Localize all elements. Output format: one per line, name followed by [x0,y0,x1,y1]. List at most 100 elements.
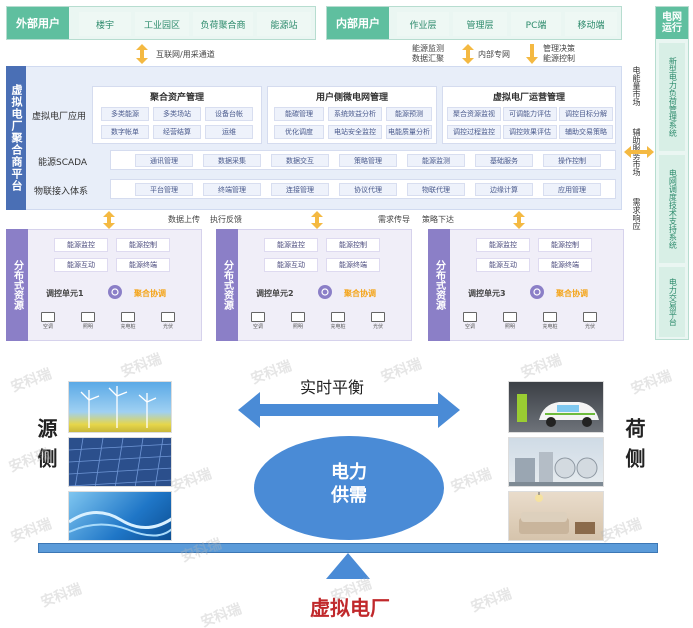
chip-target-decomp[interactable]: 调控目标分解 [559,107,613,121]
chip-trade-strategy[interactable]: 辅助交易策略 [559,125,613,139]
tab-management-layer[interactable]: 管理层 [453,12,507,36]
der1-chip-energy-control[interactable]: 能源控制 [116,238,170,252]
chip-data-collect[interactable]: 数据采集 [203,154,261,167]
label-mgmt-decision: 管理决策 [543,44,575,53]
chip-op-control[interactable]: 操作控制 [543,154,601,167]
watermark-text: 安科瑞 [628,368,674,398]
watermark-text: 安科瑞 [38,581,84,611]
chip-connect-mgmt[interactable]: 连接管理 [271,183,329,196]
der3-device-pv: 光伏 [576,312,604,330]
tab-mobile[interactable]: 移动端 [565,12,617,36]
der3-chip-energy-control[interactable]: 能源控制 [538,238,592,252]
grid-panel-dispatch[interactable]: 电网调度技术支持系统 [659,155,685,263]
tab-load-aggregator[interactable]: 负荷聚合商 [193,12,253,36]
vpp-title: 虚拟电厂 [310,596,390,620]
group-asset-mgmt-title: 聚合资产管理 [149,93,204,103]
internal-users-panel: 内部用户 作业层 管理层 PC端 移动端 [326,6,622,40]
chip-effect-eval[interactable]: 调控效果评估 [503,125,557,139]
arrow-der2 [311,211,323,229]
device-label: 充电桩 [120,324,136,330]
tab-building[interactable]: 楼宇 [79,12,131,36]
chip-maintenance[interactable]: 运维 [205,125,253,139]
tab-energy-station[interactable]: 能源站 [257,12,311,36]
chip-base-service[interactable]: 基础服务 [475,154,533,167]
ac-icon [251,312,265,322]
chip-app-mgmt[interactable]: 应用管理 [543,183,601,196]
label-energy-control: 能源控制 [543,54,575,63]
watermark-text: 安科瑞 [8,366,54,396]
chip-multi-energy[interactable]: 多类能源 [101,107,149,121]
chip-energy-forecast[interactable]: 能源预测 [386,107,432,121]
iot-row: 平台管理 终端管理 连接管理 协议代理 物联代理 边缘计算 应用管理 [110,179,616,199]
supply-demand-label: 电力 供需 [331,462,367,506]
der1-chip-energy-terminal[interactable]: 能源终端 [116,258,170,272]
solar-panel-image [68,437,172,487]
watermark-text: 安科瑞 [378,356,424,386]
der2-chip-energy-terminal[interactable]: 能源终端 [326,258,380,272]
arrow-der1 [103,211,115,229]
der2-chip-energy-monitor[interactable]: 能源监控 [264,238,318,252]
chip-energy-monitor[interactable]: 能源监测 [407,154,465,167]
label-energy-monitor: 能源监测 [412,44,444,53]
der3-chip-energy-interact[interactable]: 能源互动 [476,258,530,272]
tab-pc[interactable]: PC端 [511,12,561,36]
living-room-image [508,491,604,541]
charger-icon [543,312,557,322]
grid-panel-trading[interactable]: 电力交易平台 [659,267,685,337]
chip-capacity-eval[interactable]: 可调能力评估 [503,107,557,121]
chip-multi-station[interactable]: 多类场站 [153,107,201,121]
der3-chip-energy-terminal[interactable]: 能源终端 [538,258,592,272]
der-title-3: 分布式资源 [428,229,450,341]
charger-icon [121,312,135,322]
device-label: 光伏 [372,324,383,330]
chip-iot-proxy[interactable]: 物联代理 [407,183,465,196]
pv-icon [371,312,385,322]
watermark-text: 安科瑞 [448,466,494,496]
pv-icon [161,312,175,322]
chip-carbon-mgmt[interactable]: 能碳管理 [274,107,324,121]
chip-resource-monitor[interactable]: 聚合资源监视 [447,107,501,121]
control-unit-1: 调控单元1 [46,289,84,298]
chip-protocol-proxy[interactable]: 协议代理 [339,183,397,196]
iot-label: 物联接入体系 [34,187,89,197]
chip-settlement[interactable]: 经营结算 [153,125,201,139]
device-label: 照明 [292,324,303,330]
chip-comm-mgmt[interactable]: 通讯管理 [135,154,193,167]
lighting-icon [503,312,517,322]
chip-strategy-mgmt[interactable]: 策略管理 [339,154,397,167]
der2-chip-energy-interact[interactable]: 能源互动 [264,258,318,272]
aggregate-hub-icon-2 [318,285,332,299]
scada-row: 通讯管理 数据采集 数据交互 策略管理 能源监测 基础服务 操作控制 [110,150,616,170]
label-data-collect: 数据汇聚 [412,54,444,63]
source-side-label: 源侧 [34,418,58,478]
balance-label: 实时平衡 [300,378,365,397]
der1-device-pv: 光伏 [154,312,182,330]
der3-chip-energy-monitor[interactable]: 能源监控 [476,238,530,252]
chip-optimal-dispatch[interactable]: 优化调度 [274,125,324,139]
label-demand-up: 需求传导 [378,215,410,224]
arrow-mgmt-down [526,44,538,64]
der2-chip-energy-control[interactable]: 能源控制 [326,238,380,252]
device-label: 充电桩 [542,324,558,330]
der1-chip-energy-interact[interactable]: 能源互动 [54,258,108,272]
chip-terminal-mgmt[interactable]: 终端管理 [203,183,261,196]
ac-icon [463,312,477,322]
label-data-up: 数据上传 [168,215,200,224]
der1-chip-energy-monitor[interactable]: 能源监控 [54,238,108,252]
grid-panel-load-mgmt[interactable]: 新型电力负荷管理系统 [659,43,685,151]
control-unit-3: 调控单元3 [468,289,506,298]
chip-benefit-analysis[interactable]: 系统效益分析 [328,107,382,121]
chip-power-quality[interactable]: 电能质量分析 [386,125,432,139]
chip-process-monitor[interactable]: 调控过程监控 [447,125,501,139]
tab-operation-layer[interactable]: 作业层 [397,12,449,36]
chip-data-exchange[interactable]: 数据交互 [271,154,329,167]
chip-safety-monitor[interactable]: 电站安全监控 [328,125,382,139]
watermark-text: 安科瑞 [8,516,54,546]
tab-industrial-park[interactable]: 工业园区 [135,12,189,36]
chip-edge-compute[interactable]: 边缘计算 [475,183,533,196]
aggregate-coord-1: 聚合协调 [134,289,166,298]
load-side-label: 荷侧 [622,418,646,478]
chip-digital-bill[interactable]: 数字帐单 [101,125,149,139]
chip-device-ledger[interactable]: 设备台帐 [205,107,253,121]
chip-platform-mgmt[interactable]: 平台管理 [135,183,193,196]
